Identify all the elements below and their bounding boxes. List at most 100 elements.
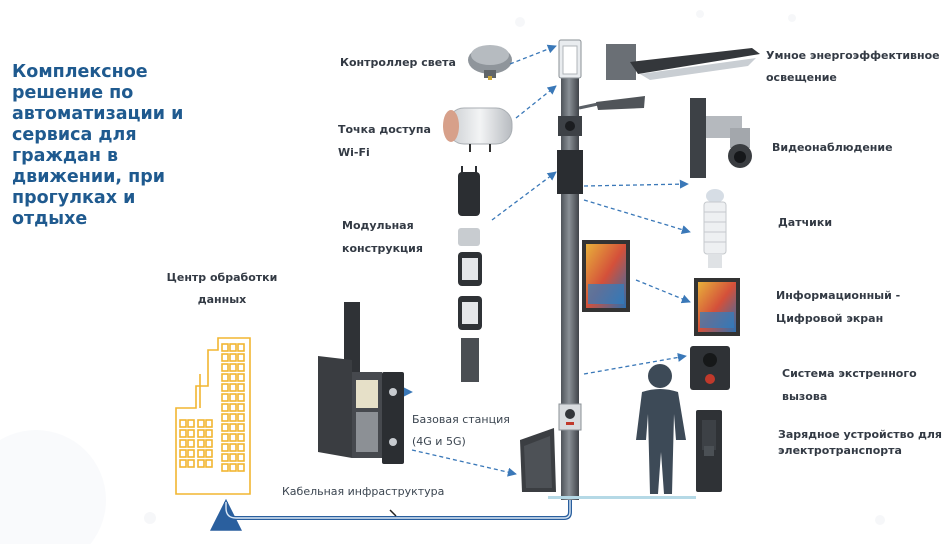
- building-window: [179, 449, 187, 458]
- label-wifi-line1: Точка доступа: [338, 123, 431, 136]
- label-base-station-line2: (4G и 5G): [412, 435, 466, 448]
- label-info-line2: Цифровой экран: [776, 312, 884, 325]
- building-window: [197, 439, 205, 448]
- arrow-pole-to-video: [583, 179, 689, 189]
- building-window: [229, 453, 237, 462]
- building-window: [229, 363, 237, 372]
- building-window: [179, 419, 187, 428]
- building-window: [237, 443, 245, 452]
- person-silhouette: [636, 364, 686, 494]
- building-window: [221, 373, 229, 382]
- building-window: [187, 449, 195, 458]
- building-window: [221, 423, 229, 432]
- arrow-pole-to-emergency: [583, 352, 687, 375]
- label-charger-line1: Зарядное устройство для: [778, 428, 942, 441]
- building-window: [229, 403, 237, 412]
- label-sensors: Датчики: [778, 216, 833, 229]
- building-window: [237, 343, 245, 352]
- label-lighting-line1: Умное энергоэффективное: [766, 49, 940, 62]
- modular-construction-image: [458, 166, 482, 382]
- label-cable: Кабельная инфраструктура: [282, 485, 445, 498]
- building-window: [237, 463, 245, 472]
- building-window: [229, 343, 237, 352]
- arrow-pole-to-sensors: [583, 199, 691, 234]
- building-window: [237, 403, 245, 412]
- charging-kiosk: [520, 428, 556, 492]
- smart-lighting-image: [606, 44, 760, 80]
- arrow-screen-to-screen: [635, 279, 691, 304]
- building-window: [237, 393, 245, 402]
- building-window: [237, 353, 245, 362]
- building-window: [229, 393, 237, 402]
- building-window: [179, 429, 187, 438]
- base-station-image: [318, 302, 404, 464]
- building-window: [221, 453, 229, 462]
- label-lighting-line2: освещение: [766, 71, 837, 84]
- label-datacenter-line1: Центр обработки: [166, 271, 278, 284]
- building-window: [197, 459, 205, 468]
- cable-line: [210, 498, 572, 531]
- building-window: [221, 463, 229, 472]
- info-screen-large: [694, 278, 740, 336]
- label-modular-line2: конструкция: [342, 242, 423, 255]
- building-window: [229, 383, 237, 392]
- building-window: [187, 429, 195, 438]
- arrow-station-to-kiosk: [411, 449, 517, 477]
- building-window: [221, 433, 229, 442]
- building-window: [205, 449, 213, 458]
- building-window: [205, 439, 213, 448]
- label-video: Видеонаблюдение: [772, 141, 893, 154]
- building-window: [229, 423, 237, 432]
- building-window: [221, 403, 229, 412]
- building-window: [237, 413, 245, 422]
- emergency-call-image: [690, 346, 730, 390]
- building-window: [179, 459, 187, 468]
- building-window: [221, 353, 229, 362]
- wifi-access-point-image: [443, 107, 513, 152]
- info-screen-small: [582, 240, 630, 312]
- label-emergency-line2: вызова: [782, 390, 828, 403]
- building-window: [237, 453, 245, 462]
- video-surveillance-image: [690, 98, 752, 178]
- building-window: [237, 433, 245, 442]
- background-decor: [0, 10, 885, 544]
- building-window: [229, 353, 237, 362]
- label-modular-line1: Модульная: [342, 219, 414, 232]
- label-emergency-line1: Система экстренного: [782, 367, 917, 380]
- building-window: [221, 363, 229, 372]
- smart-pole: [548, 39, 696, 500]
- building-window: [221, 383, 229, 392]
- building-window: [229, 433, 237, 442]
- label-charger-line2: электротранспорта: [778, 444, 902, 457]
- label-wifi-line2: Wi-Fi: [338, 146, 370, 159]
- building-window: [205, 419, 213, 428]
- building-window: [179, 439, 187, 448]
- page-title: Комплексное решение по автоматизации и с…: [12, 62, 184, 229]
- label-info-line1: Информационный -: [776, 289, 901, 302]
- light-controller-image: [468, 45, 512, 80]
- ev-charger-image: [696, 410, 722, 492]
- building-window: [229, 463, 237, 472]
- building-window: [187, 419, 195, 428]
- sensors-image: [703, 189, 727, 268]
- building-window: [229, 443, 237, 452]
- building-window: [229, 413, 237, 422]
- label-light-controller: Контроллер света: [340, 56, 456, 69]
- building-window: [205, 429, 213, 438]
- connector-arrows: [403, 44, 691, 477]
- building-window: [197, 449, 205, 458]
- building-window: [221, 343, 229, 352]
- building-window: [187, 459, 195, 468]
- data-center-building: [175, 337, 251, 495]
- building-window: [187, 439, 195, 448]
- building-window: [237, 373, 245, 382]
- label-base-station-line1: Базовая станция: [412, 413, 510, 426]
- building-window: [237, 363, 245, 372]
- arrow-controller-to-pole: [509, 44, 557, 65]
- building-window: [237, 423, 245, 432]
- building-window: [229, 373, 237, 382]
- building-window: [221, 413, 229, 422]
- arrow-wifi-to-pole: [515, 85, 557, 119]
- building-window: [221, 443, 229, 452]
- building-window: [197, 419, 205, 428]
